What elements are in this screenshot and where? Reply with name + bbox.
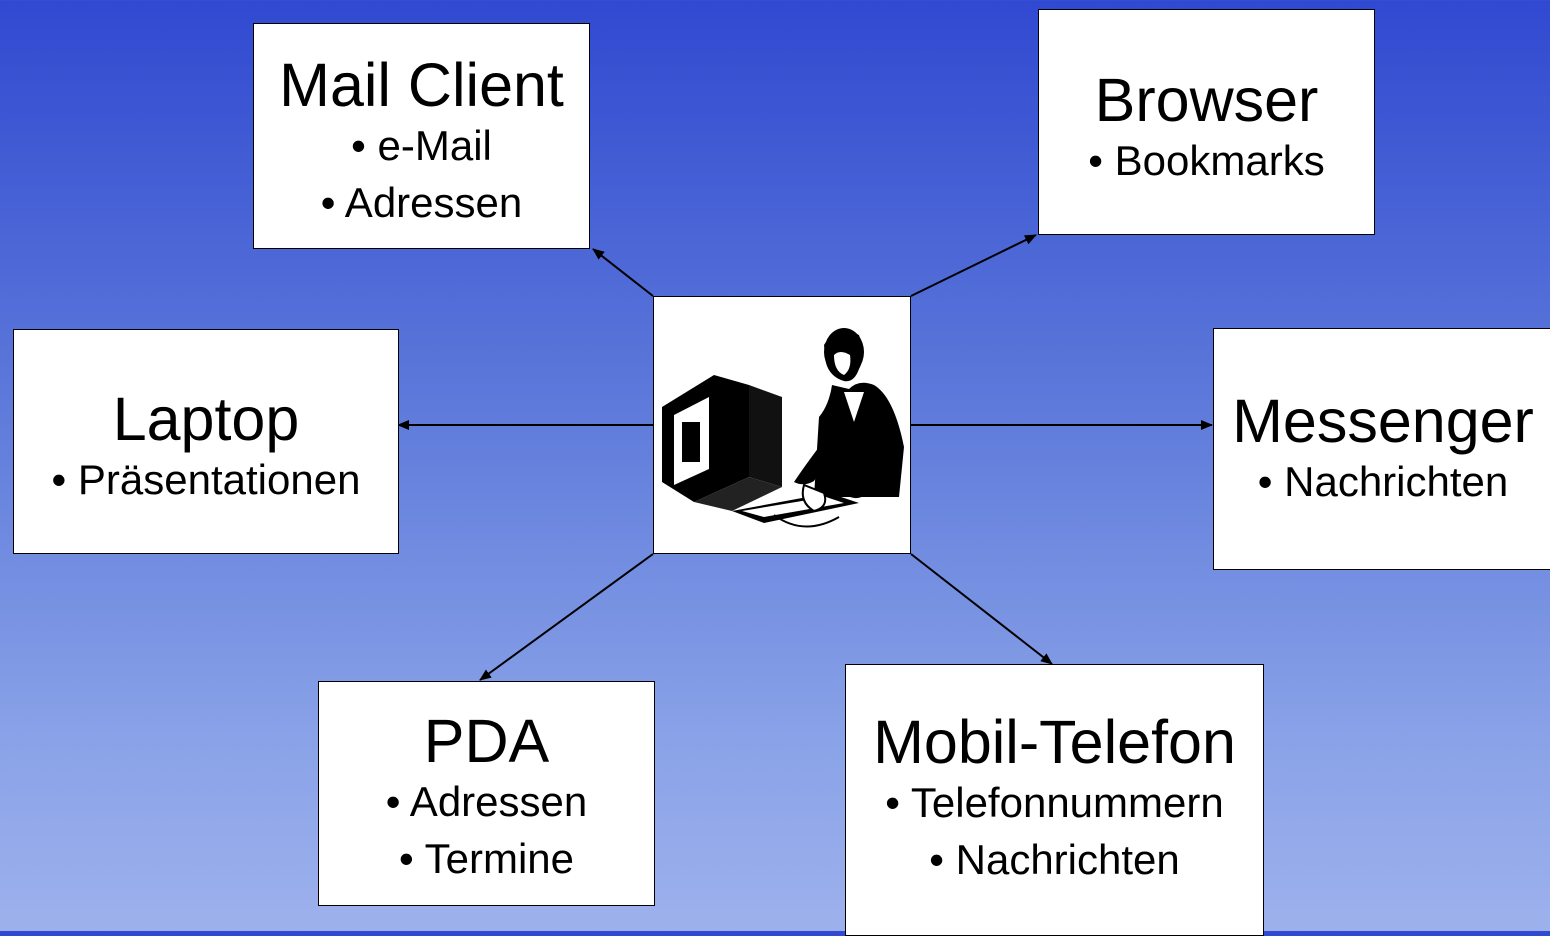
arrow-to-pda (479, 553, 654, 681)
node-title: Laptop (112, 385, 300, 453)
node-item-list: • Adressen • Termine (386, 773, 588, 887)
node-title: PDA (423, 707, 550, 775)
list-item: • Telefonnummern (885, 779, 1224, 827)
node-item-list: • Präsentationen (52, 451, 361, 508)
node-title: Mobil-Telefon (873, 708, 1236, 776)
center-user-box (653, 296, 911, 554)
node-laptop: Laptop • Präsentationen (13, 329, 399, 554)
list-item: • Nachrichten (929, 836, 1180, 884)
node-browser: Browser • Bookmarks (1038, 9, 1375, 235)
list-item: • Adressen (320, 179, 523, 227)
node-item-list: • Telefonnummern • Nachrichten (885, 774, 1223, 888)
list-item: • e-Mail (351, 122, 492, 170)
node-mobil-telefon: Mobil-Telefon • Telefonnummern • Nachric… (845, 664, 1264, 936)
node-messenger: Messenger • Nachrichten (1213, 328, 1550, 570)
node-item-list: • e-Mail • Adressen (321, 117, 523, 231)
node-mail-client: Mail Client • e-Mail • Adressen (253, 23, 590, 249)
node-title: Mail Client (279, 51, 564, 119)
node-pda: PDA • Adressen • Termine (318, 681, 655, 906)
list-item: • Adressen (385, 778, 588, 826)
list-item: • Termine (399, 835, 574, 883)
node-title: Messenger (1232, 387, 1534, 455)
arrow-to-mobil-telefon (910, 553, 1053, 665)
person-at-computer-icon (662, 328, 904, 528)
node-title: Browser (1094, 66, 1319, 134)
arrow-to-mail-client (592, 248, 654, 297)
list-item: • Präsentationen (51, 456, 361, 504)
arrow-to-browser (910, 234, 1037, 297)
node-item-list: • Bookmarks (1088, 132, 1324, 189)
list-item: • Bookmarks (1088, 137, 1325, 185)
node-item-list: • Nachrichten (1258, 453, 1508, 510)
list-item: • Nachrichten (1257, 458, 1509, 506)
